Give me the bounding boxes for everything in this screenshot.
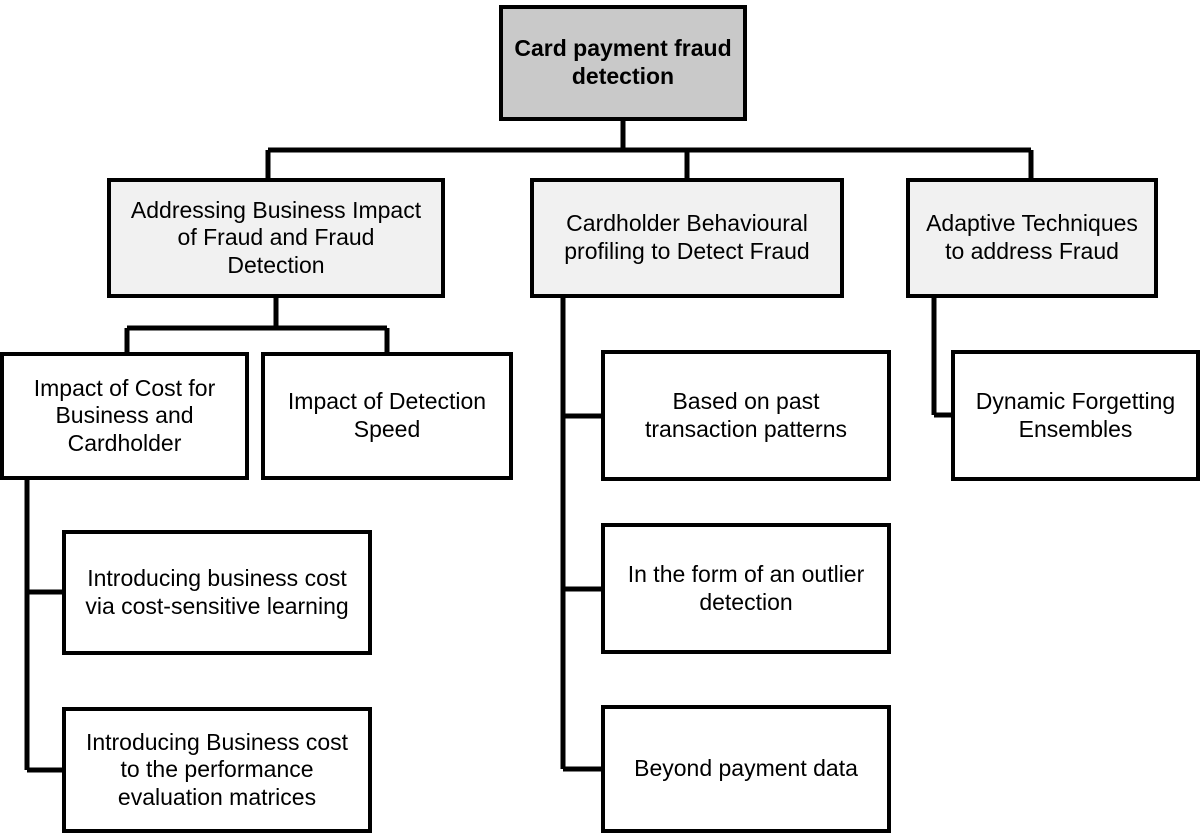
node-leaf-introducing-business-cost-matrices[interactable]: Introducing Business cost to the perform… [62, 707, 372, 833]
node-leaf-1-1-label: Impact of Cost for Business and Cardhold… [33, 374, 216, 456]
node-leaf-dynamic-forgetting-ensembles[interactable]: Dynamic Forgetting Ensembles [951, 350, 1200, 481]
node-leaf-impact-of-cost[interactable]: Impact of Cost for Business and Cardhold… [0, 352, 249, 480]
node-branch-cardholder-behavioural-profiling[interactable]: Cardholder Behavioural profiling to Dete… [530, 178, 844, 298]
node-leaf-3-1-label: Dynamic Forgetting Ensembles [975, 387, 1176, 442]
node-root[interactable]: Card payment fraud detection [499, 5, 747, 121]
node-branch-addressing-business-impact[interactable]: Addressing Business Impact of Fraud and … [107, 178, 445, 298]
node-leaf-2-3-label: Beyond payment data [634, 755, 858, 782]
node-branch-3-label: Adaptive Techniques to address Fraud [926, 210, 1138, 264]
node-leaf-1-1-2-label: Introducing Business cost to the perform… [85, 728, 349, 810]
node-root-label: Card payment fraud detection [514, 35, 732, 89]
node-leaf-impact-of-detection-speed[interactable]: Impact of Detection Speed [261, 352, 513, 480]
node-leaf-introducing-business-cost-learning[interactable]: Introducing business cost via cost-sensi… [62, 530, 372, 655]
node-leaf-beyond-payment-data[interactable]: Beyond payment data [601, 705, 891, 833]
node-leaf-based-on-past-transaction-patterns[interactable]: Based on past transaction patterns [601, 350, 891, 481]
node-leaf-2-1-label: Based on past transaction patterns [644, 387, 847, 442]
node-branch-2-label: Cardholder Behavioural profiling to Dete… [564, 210, 810, 264]
node-leaf-1-1-1-label: Introducing business cost via cost-sensi… [85, 564, 349, 619]
node-branch-1-label: Addressing Business Impact of Fraud and … [130, 196, 422, 278]
node-branch-adaptive-techniques[interactable]: Adaptive Techniques to address Fraud [906, 178, 1158, 298]
node-leaf-2-2-label: In the form of an outlier detection [627, 560, 865, 615]
node-leaf-1-2-label: Impact of Detection Speed [287, 388, 487, 442]
node-leaf-outlier-detection[interactable]: In the form of an outlier detection [601, 523, 891, 654]
